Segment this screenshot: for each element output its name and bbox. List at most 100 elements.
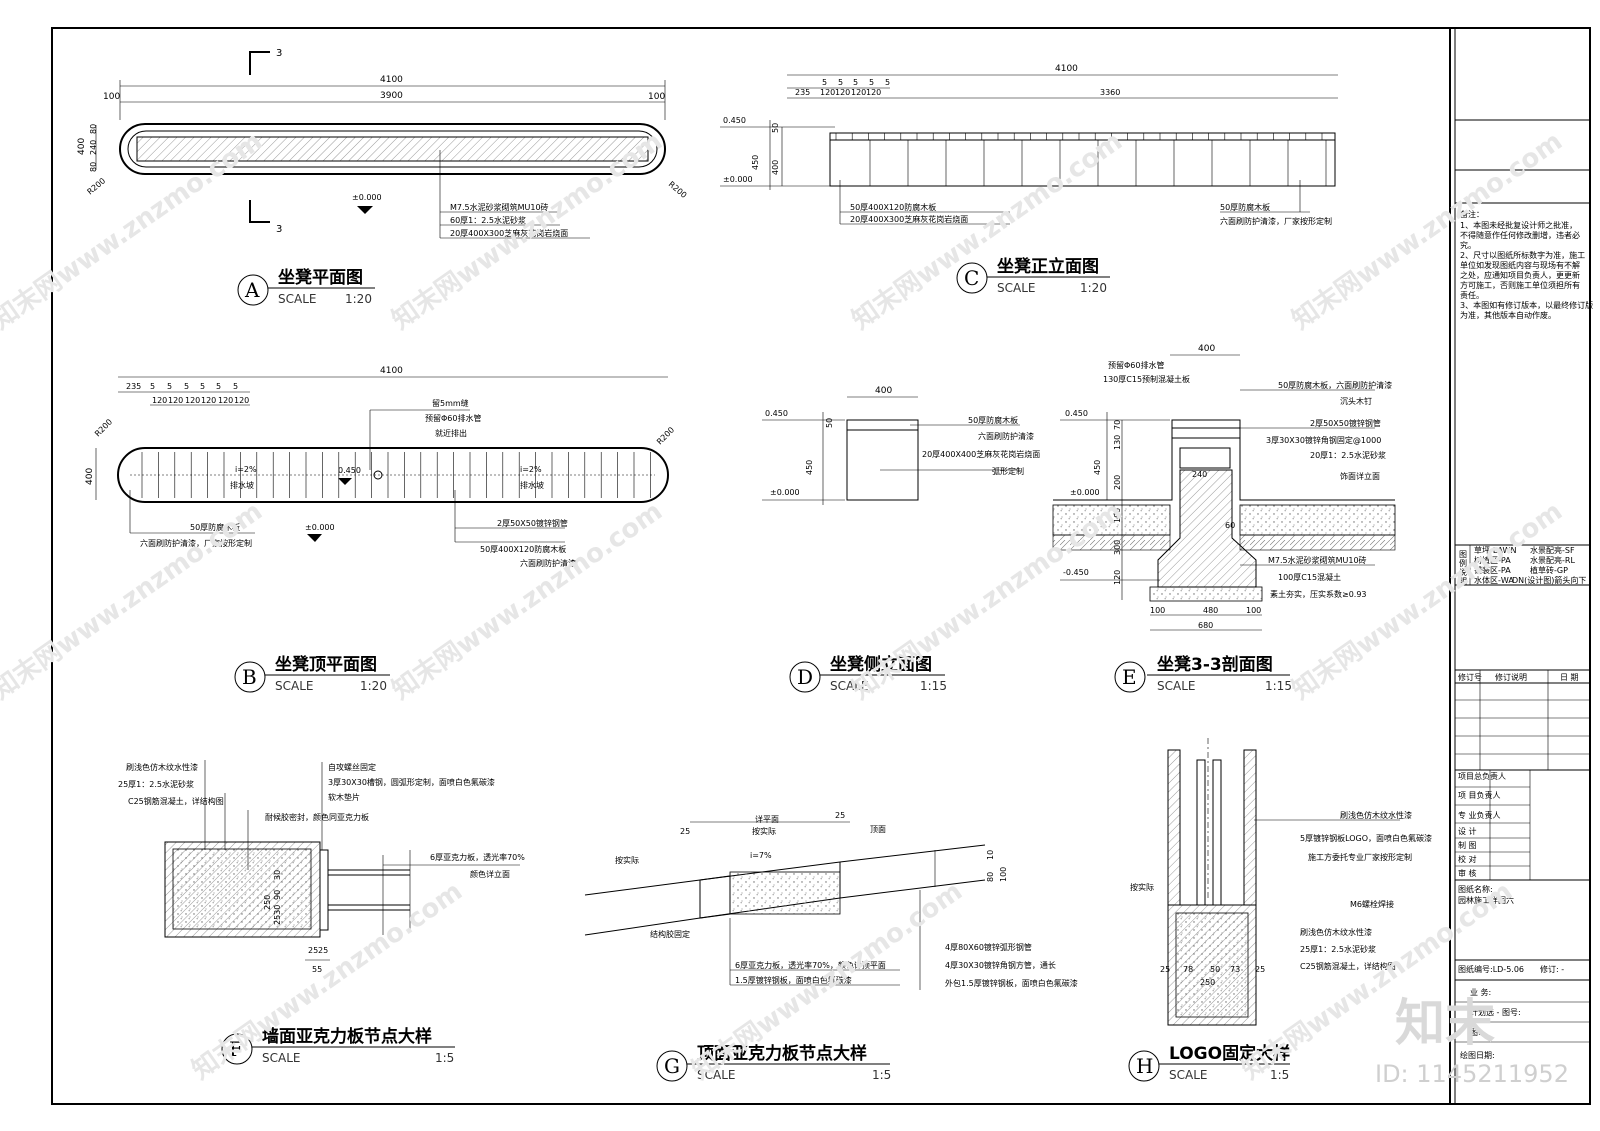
svg-text:2、尺寸以图纸所标数字为准，施工: 2、尺寸以图纸所标数字为准，施工 <box>1460 250 1585 260</box>
scale-word-a: SCALE <box>278 292 316 306</box>
scale-g: 1:5 <box>872 1068 891 1082</box>
note-f-l3: C25钢筋混凝土，详结构图 <box>128 796 224 806</box>
view-title-d: 坐凳侧立面图 <box>830 654 932 675</box>
svg-text:专 业负责人: 专 业负责人 <box>1458 810 1501 820</box>
svg-text:5: 5 <box>150 382 155 391</box>
svg-text:说: 说 <box>1459 567 1467 577</box>
bench-slats <box>835 133 1327 186</box>
svg-text:130: 130 <box>1113 435 1122 450</box>
svg-text:5: 5 <box>885 78 890 87</box>
elev-b-0000: ±0.000 <box>305 523 335 532</box>
note-e-r9: 素土夯实，压实系数≥0.93 <box>1270 589 1367 599</box>
dim-400: 400 <box>77 138 87 155</box>
scale-word-e: SCALE <box>1157 679 1195 693</box>
note-e-r7: M7.5水泥砂浆砌筑MU10砖 <box>1268 555 1367 565</box>
svg-text:5: 5 <box>853 78 858 87</box>
svg-text:120: 120 <box>820 88 835 97</box>
view-letter-e: E <box>1122 665 1137 689</box>
scale-word-f: SCALE <box>262 1051 300 1065</box>
note-h-r2: 5厚镀锌钢板LOGO，面喷白色氟碳漆 <box>1300 833 1432 843</box>
view-g-roof-acrylic-detail: 详平面 按实际 顶面 i=7% 25 25 按实际 结构胶固定 10 80 10… <box>584 811 1078 1082</box>
dim-b-4100: 4100 <box>380 366 403 376</box>
svg-text:25: 25 <box>1160 965 1170 974</box>
svg-text:1、本图未经批复设计师之批准，: 1、本图未经批复设计师之批准， <box>1460 220 1577 230</box>
svg-text:78: 78 <box>1183 965 1193 974</box>
dim-80-top: 80 <box>89 124 98 134</box>
radius-b-right: R200 <box>655 425 676 446</box>
svg-text:120: 120 <box>1113 570 1122 585</box>
svg-text:10: 10 <box>986 850 995 860</box>
svg-text:不得随意作任何修改删增，违者必: 不得随意作任何修改删增，违者必 <box>1460 230 1580 240</box>
svg-text:55: 55 <box>312 965 322 974</box>
note-h-r7: C25钢筋混凝土，详结构图 <box>1300 961 1396 971</box>
dim-c-235: 235 <box>795 88 810 97</box>
view-letter-g: G <box>664 1054 680 1078</box>
note-b-2: 六面刷防护清漆，厂家按形定制 <box>140 538 252 548</box>
svg-text:25: 25 <box>318 946 328 955</box>
note-g-t4: i=7% <box>750 851 772 860</box>
view-title-e: 坐凳3-3剖面图 <box>1157 654 1273 675</box>
svg-text:之处，应通知项目负责人，更更新: 之处，应通知项目负责人，更更新 <box>1460 270 1580 280</box>
dim-b-235: 235 <box>126 382 141 391</box>
drawing-name: 园林施工详图六 <box>1458 895 1514 905</box>
elev-b-0450: 0.450 <box>338 466 361 475</box>
svg-text:25: 25 <box>835 811 845 820</box>
note-g-t2: 按实际 <box>752 826 776 836</box>
view-title-h: LOGO固定大样 <box>1169 1043 1290 1064</box>
dim-240: 240 <box>89 140 98 155</box>
svg-text:30: 30 <box>273 870 282 880</box>
svg-text:责任。: 责任。 <box>1460 290 1484 300</box>
note-e-r5: 20厚1：2.5水泥砂浆 <box>1310 450 1386 460</box>
view-f-wall-acrylic-detail: 刷浅色仿木纹水性漆 25厚1：2.5水泥砂浆 C25钢筋混凝土，详结构图 自攻螺… <box>118 760 525 1065</box>
svg-text:DN(设计图)箭头向下: DN(设计图)箭头向下 <box>1512 575 1586 585</box>
svg-text:120: 120 <box>218 396 233 405</box>
dim-d-400: 400 <box>875 386 892 396</box>
svg-text:设 计: 设 计 <box>1458 826 1477 836</box>
view-letter-f: F <box>229 1037 243 1061</box>
svg-text:100: 100 <box>1150 606 1165 615</box>
elev-d-0450: 0.450 <box>765 409 788 418</box>
svg-text:120: 120 <box>201 396 216 405</box>
note-f-r3: 软木垫片 <box>328 792 360 802</box>
svg-text:为准，其他版本自动作废。: 为准，其他版本自动作废。 <box>1460 310 1556 320</box>
note-f-l1: 刷浅色仿木纹水性漆 <box>126 762 198 772</box>
note-c-1: 50厚400X120防腐木板 <box>850 202 936 212</box>
note-e-r6: 饰面详立面 <box>1340 471 1380 481</box>
svg-text:5: 5 <box>167 382 172 391</box>
view-letter-a: A <box>244 278 260 302</box>
note-e-r1: 50厚防腐木板，六面刷防护清漆 <box>1278 380 1392 390</box>
svg-text:图: 图 <box>1459 550 1467 559</box>
revision: 修订: - <box>1540 964 1564 974</box>
svg-text:50: 50 <box>1210 965 1220 974</box>
view-title-b: 坐凳顶平面图 <box>275 654 377 675</box>
svg-text:120: 120 <box>185 396 200 405</box>
note-b-top-2: 预留Φ60排水管 <box>425 413 481 423</box>
note-e-l2: 130厚C15预制混凝土板 <box>1103 374 1190 384</box>
watermark-id: ID: 1145211952 <box>1375 1060 1569 1088</box>
sheet-border <box>51 27 1591 1105</box>
svg-text:铺装区-PA: 铺装区-PA <box>1474 565 1511 575</box>
note-d-2: 六面刷防护清漆 <box>978 431 1034 441</box>
note-f-l2: 25厚1：2.5水泥砂浆 <box>118 779 194 789</box>
svg-text:5: 5 <box>838 78 843 87</box>
svg-text:知末网www.znzmo.com: 知末网www.znzmo.com <box>0 126 268 335</box>
svg-text:480: 480 <box>1203 606 1218 615</box>
view-letter-b: B <box>242 665 257 689</box>
dim-d-50: 50 <box>825 418 834 428</box>
watermark: 知末网www.znzmo.com 知末网www.znzmo.com 知末网www… <box>0 126 1569 1088</box>
scale-f: 1:5 <box>435 1051 454 1065</box>
svg-text:单位如发现图纸内容与现场有不解: 单位如发现图纸内容与现场有不解 <box>1460 260 1580 270</box>
note-h-r6: 25厚1：2.5水泥砂浆 <box>1300 944 1376 954</box>
dim-b-400: 400 <box>85 468 95 485</box>
drawing-number: 图纸编号:LD-5.06 <box>1458 964 1524 974</box>
svg-text:70: 70 <box>1113 420 1122 430</box>
note-b-1: 50厚防腐木板 <box>190 522 240 532</box>
svg-text:680: 680 <box>1198 621 1213 630</box>
note-g-b1: 6厚亚克力板，透光率70%，颜色详顶平面 <box>735 960 886 970</box>
note-f-r2: 3厚30X30槽钢，圆弧形定制，面喷白色氟碳漆 <box>328 777 495 787</box>
svg-text:树植区-PA: 树植区-PA <box>1474 555 1511 565</box>
svg-text:250: 250 <box>1200 978 1215 987</box>
svg-text:绘图日期:: 绘图日期: <box>1460 1050 1495 1060</box>
svg-text:73: 73 <box>1230 965 1240 974</box>
scale-word-c: SCALE <box>997 281 1035 295</box>
